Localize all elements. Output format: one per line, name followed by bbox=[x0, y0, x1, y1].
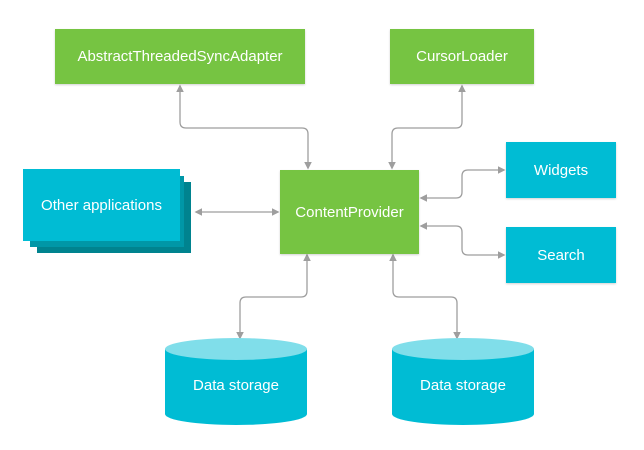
database-cylinder-icon bbox=[165, 338, 307, 425]
database-cylinder-icon bbox=[392, 338, 534, 425]
data-storage-right: Data storage bbox=[392, 338, 534, 425]
connector-sync-adapter bbox=[176, 84, 312, 170]
search-node: Search bbox=[506, 227, 616, 283]
data-storage-left: Data storage bbox=[165, 338, 307, 425]
connector-cursor-loader bbox=[388, 84, 466, 170]
cursor-loader-node: CursorLoader bbox=[390, 29, 534, 84]
sync-adapter-node: AbstractThreadedSyncAdapter bbox=[55, 29, 305, 84]
content-provider-node: ContentProvider bbox=[280, 170, 419, 254]
connector-storage-right bbox=[389, 253, 461, 340]
other-apps-node: Other applications bbox=[23, 169, 180, 241]
connector-search bbox=[419, 222, 506, 259]
connector-storage-left bbox=[236, 253, 311, 340]
connector-widgets bbox=[419, 166, 506, 202]
widgets-node: Widgets bbox=[506, 142, 616, 198]
data-storage-right-label: Data storage bbox=[420, 377, 506, 394]
data-storage-left-label: Data storage bbox=[193, 377, 279, 394]
